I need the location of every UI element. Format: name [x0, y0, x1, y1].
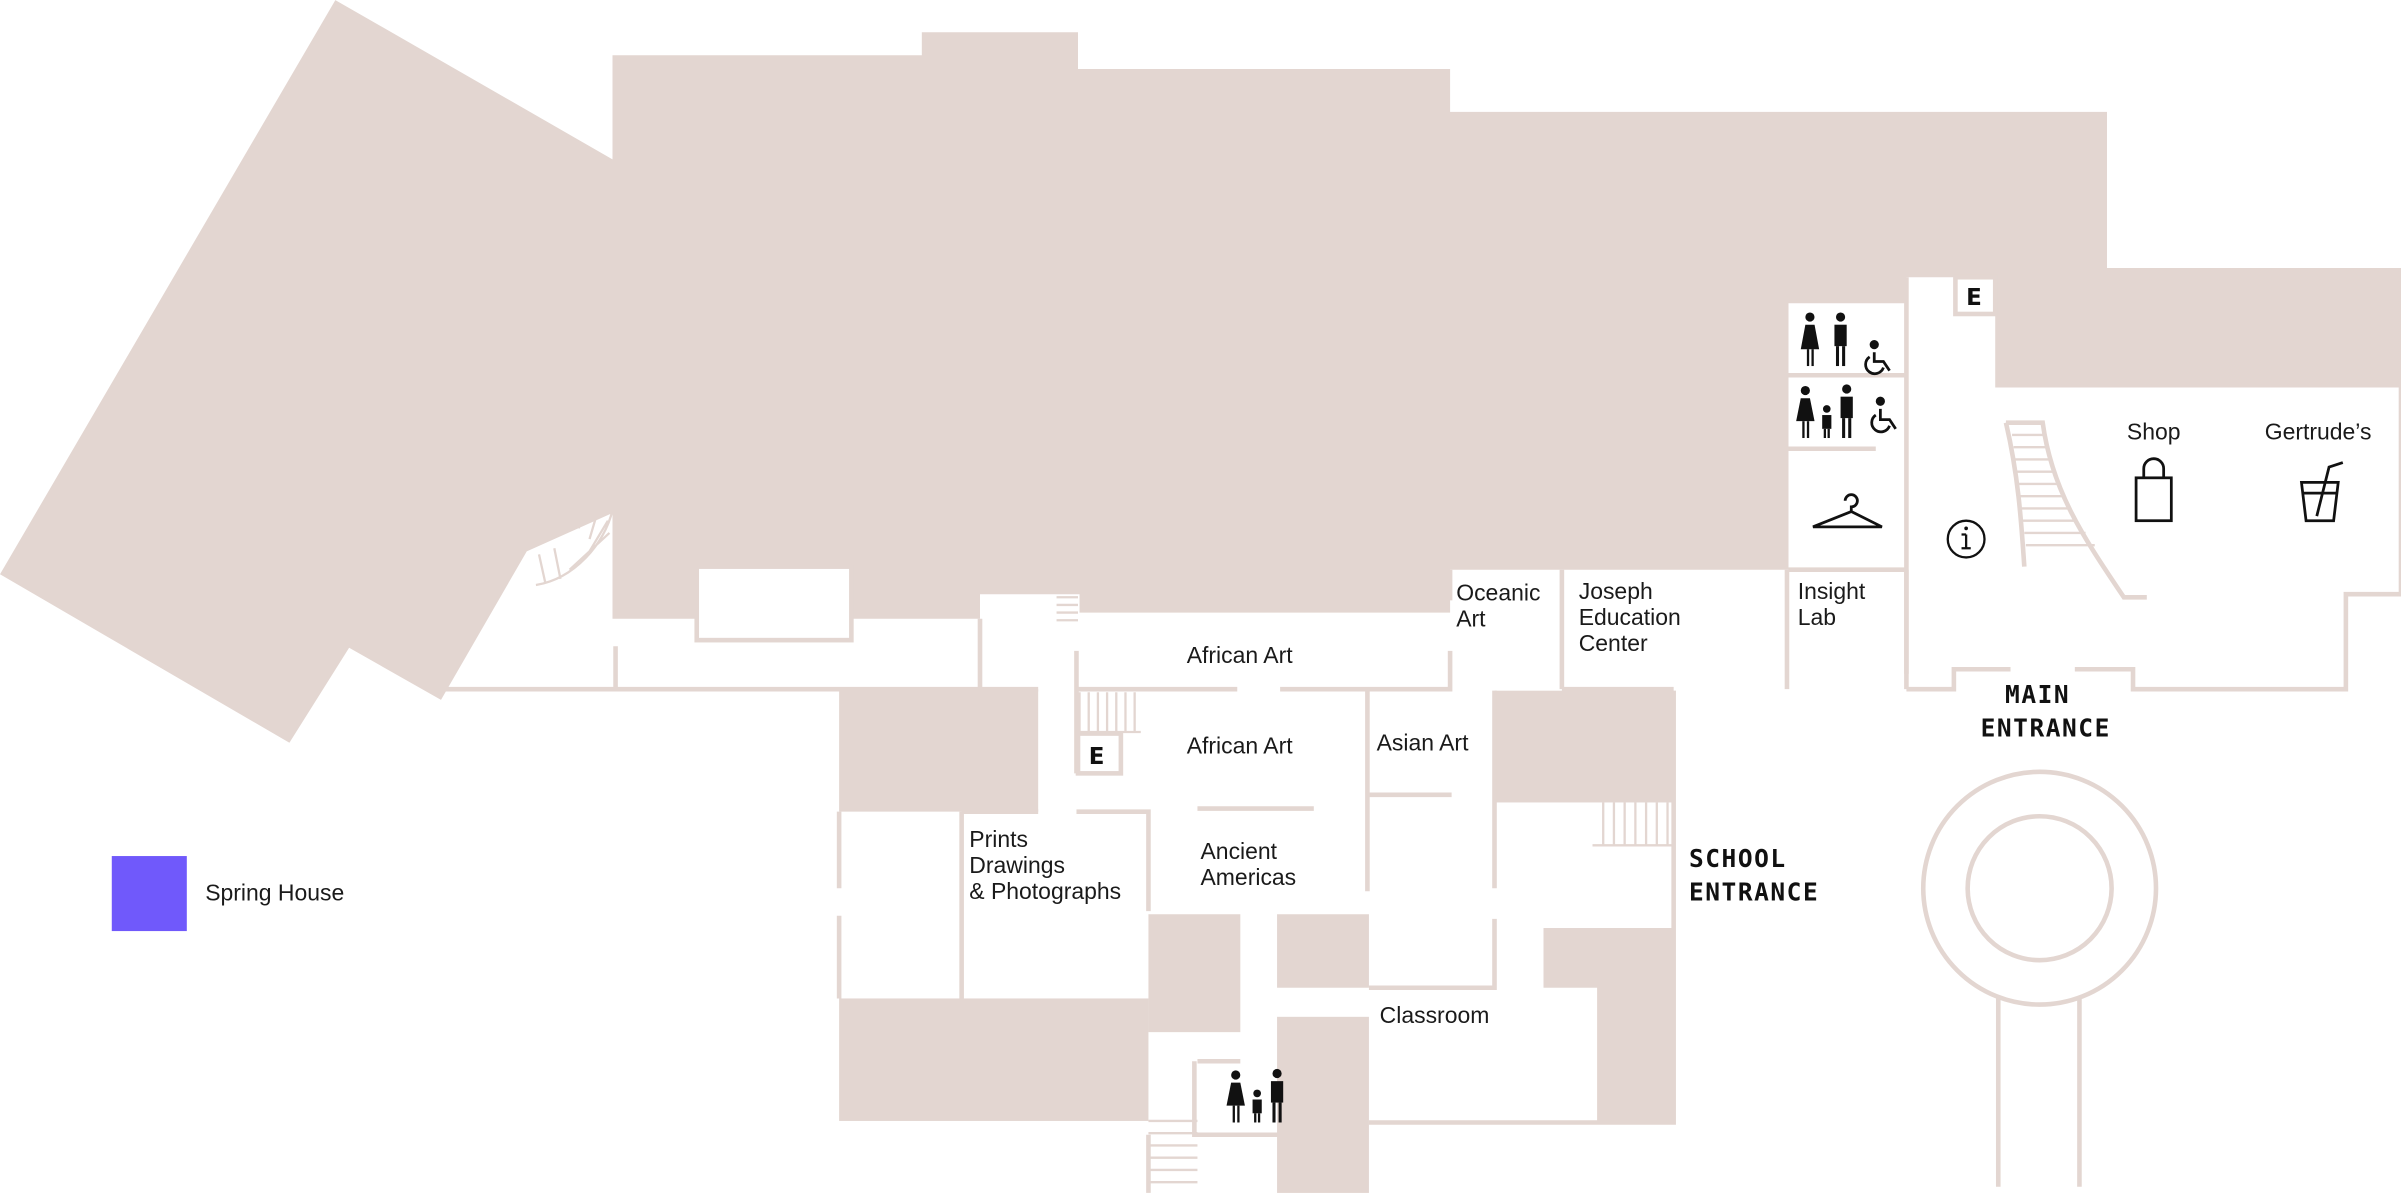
- block: [1597, 928, 1674, 1123]
- room-asian-art[interactable]: Asian Art: [1377, 729, 1469, 755]
- label-line: Lab: [1798, 604, 1836, 630]
- family-restroom-icon[interactable]: [1796, 384, 1853, 439]
- room-prints-drawings-photographs[interactable]: Prints Drawings & Photographs: [969, 826, 1121, 904]
- elevator-label: E: [1966, 285, 1982, 311]
- room-oceanic-art[interactable]: Oceanic Art: [1456, 579, 1547, 631]
- info-icon[interactable]: [1946, 519, 1986, 559]
- block: [1148, 914, 1241, 1033]
- stairs: [535, 433, 2095, 1184]
- room-classroom[interactable]: Classroom: [1380, 1002, 1490, 1028]
- label-line: & Photographs: [969, 878, 1121, 904]
- rotunda-driveway: [1920, 769, 2159, 1187]
- room-insight-lab[interactable]: Insight Lab: [1798, 578, 1872, 630]
- label-line: ENTRANCE: [1689, 877, 1819, 906]
- room-gertrudes[interactable]: Gertrude’s: [2265, 419, 2372, 445]
- label-line: Art: [1456, 605, 1486, 631]
- room-african-art-1[interactable]: African Art: [1187, 642, 1294, 668]
- legend-swatch-spring-house[interactable]: [111, 856, 187, 932]
- main-entrance-label[interactable]: MAIN ENTRANCE: [1981, 680, 2111, 743]
- elevator-west[interactable]: E: [1075, 731, 1124, 776]
- room-african-art-2[interactable]: African Art: [1187, 732, 1294, 758]
- block: [1277, 1016, 1369, 1193]
- room-small-west[interactable]: [694, 564, 854, 643]
- legend-label-spring-house[interactable]: Spring House: [205, 879, 344, 905]
- elevator-east[interactable]: E: [1953, 274, 1998, 317]
- label-line: ENTRANCE: [1981, 714, 2111, 743]
- label-line: Prints: [969, 826, 1028, 852]
- room-joseph-education-center[interactable]: Joseph Education Center: [1579, 578, 1687, 656]
- school-entrance-label[interactable]: SCHOOL ENTRANCE: [1689, 844, 1819, 907]
- room-ancient-americas[interactable]: Ancient Americas: [1201, 838, 1297, 890]
- block: [1277, 914, 1369, 988]
- block: [1494, 690, 1674, 803]
- label-line: Education: [1579, 604, 1681, 630]
- walls: [441, 277, 2401, 1193]
- label-line: Americas: [1201, 864, 1297, 890]
- building-main-mass: [0, 0, 2401, 743]
- coat-check-icon[interactable]: [1812, 493, 1883, 529]
- label-line: Center: [1579, 630, 1648, 656]
- family-restroom-icon[interactable]: [1226, 1068, 1284, 1123]
- label-line: Ancient: [1201, 838, 1278, 864]
- elevator-label: E: [1089, 744, 1105, 770]
- accessible-icon[interactable]: [1864, 340, 1891, 375]
- drink-icon[interactable]: [2299, 461, 2344, 523]
- label-line: MAIN: [2005, 680, 2070, 709]
- label-line: Joseph: [1579, 578, 1653, 604]
- label-line: Drawings: [969, 852, 1065, 878]
- block: [839, 998, 1149, 1121]
- label-line: Oceanic: [1456, 579, 1540, 605]
- block: [839, 689, 1039, 812]
- label-line: SCHOOL: [1689, 844, 1787, 873]
- label-line: Insight: [1798, 578, 1866, 604]
- room-shop[interactable]: Shop: [2127, 419, 2181, 445]
- accessible-icon[interactable]: [1870, 396, 1897, 434]
- restroom-icon[interactable]: [1800, 312, 1847, 367]
- shop-bag-icon[interactable]: [2134, 457, 2173, 523]
